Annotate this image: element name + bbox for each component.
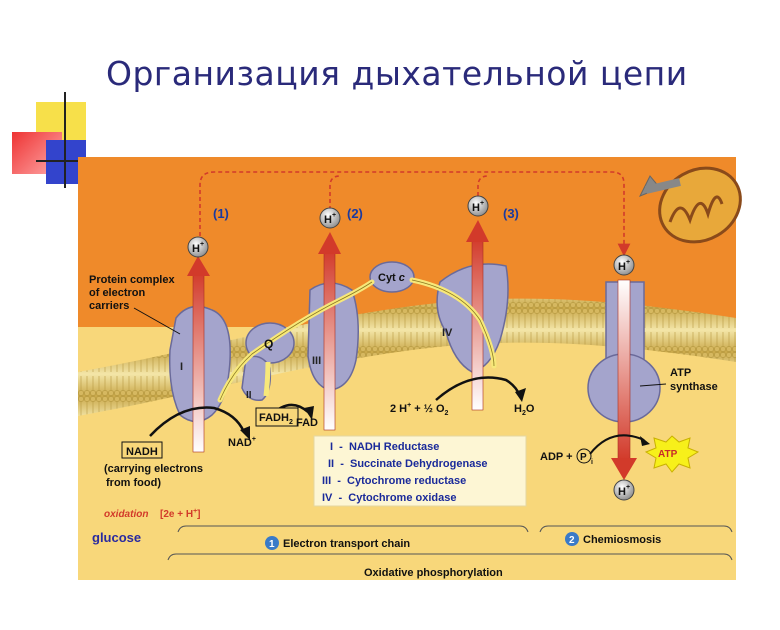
svg-text:+: + [200, 241, 204, 248]
mitochondrion-icon [638, 166, 742, 244]
protein-complex-label: Protein complex of electron carriers [89, 274, 178, 312]
protein-complex-leader [133, 307, 181, 335]
legend-item-i: I - NADH Reductase [330, 441, 439, 453]
h-ion-2: H + [319, 207, 341, 229]
cytochrome-c [369, 261, 415, 293]
water-formation-label: 2 H+ + ½ O2 [390, 402, 449, 417]
svg-text:H: H [192, 243, 200, 255]
legend-item-iv: IV - Cytochrome oxidase [322, 492, 456, 504]
deco-vertical-line [64, 92, 66, 188]
svg-text:2: 2 [569, 535, 575, 546]
h-ion-1: H + [187, 236, 209, 258]
atp-synthase-leader [639, 383, 667, 387]
proton-arrow-atp [611, 279, 637, 480]
legend-item-iii: III - Cytochrome reductase [322, 475, 466, 487]
complex-i-label: I [180, 361, 183, 373]
proton-arrow-i [187, 256, 210, 453]
h-ion-4: H + [613, 254, 635, 276]
nadh-box [121, 441, 163, 459]
etc-label: Electron transport chain [283, 538, 410, 550]
step-label-1: (1) [213, 206, 229, 221]
oxidation-bracket-label: [2e + H+] [160, 508, 201, 520]
svg-text:H: H [324, 214, 332, 226]
etc-bracket [177, 525, 529, 533]
svg-text:P: P [580, 452, 587, 463]
svg-text:H: H [618, 261, 626, 273]
proton-dashed-path [199, 171, 631, 257]
svg-text:+: + [626, 259, 630, 266]
oxphos-bracket [167, 553, 733, 561]
slide-title: Организация дыхательной цепи [106, 54, 688, 93]
cyt-c-label: Cyt c [378, 272, 405, 284]
h2o-label: H2O [514, 403, 535, 417]
step-label-3: (3) [503, 206, 519, 221]
chemiosmosis-label: Chemiosmosis [583, 534, 661, 546]
proton-arrow-iii [318, 232, 341, 431]
fad-label: FAD [296, 417, 318, 429]
complex-ii-label: II [246, 390, 252, 401]
etc-number-badge: 1 [265, 536, 279, 550]
svg-text:+: + [480, 200, 484, 207]
svg-text:i: i [591, 459, 593, 466]
nadh-oxidation-arrow [149, 406, 246, 437]
nadh-label: NADH [126, 446, 158, 458]
glucose-label: glucose [92, 530, 141, 545]
oxidation-label: oxidation [104, 509, 148, 520]
deco-horizontal-line [36, 160, 96, 162]
svg-text:+: + [332, 212, 336, 219]
svg-text:H: H [618, 486, 626, 498]
h-ion-3: H + [467, 195, 489, 217]
h-ion-5: H + [613, 479, 635, 501]
oxphos-label: Oxidative phosphorylation [364, 567, 503, 579]
complex-iv-label: IV [442, 327, 453, 339]
water-formation-arrow [435, 376, 522, 401]
pi-circle [576, 448, 592, 464]
step-label-2: (2) [347, 206, 363, 221]
legend-box [313, 435, 527, 507]
lipid-bilayer [78, 298, 736, 416]
complex-iii-label: III [312, 355, 321, 367]
fadh2-box [255, 407, 299, 427]
svg-text:+: + [626, 484, 630, 491]
atp-synthase-label: ATP synthase [670, 367, 718, 393]
fadh2-label: FADH2 [259, 412, 293, 426]
carrying-electrons-label: (carrying electrons from food) [104, 463, 206, 489]
svg-text:ATP: ATP [658, 449, 678, 460]
q-label: Q [264, 337, 273, 351]
nad-plus-label: NAD+ [228, 436, 256, 449]
chemiosmosis-bracket [539, 525, 733, 533]
atp-starburst: ATP [644, 435, 700, 473]
svg-text:H: H [472, 202, 480, 214]
chemiosmosis-number-badge: 2 [565, 532, 579, 546]
svg-text:1: 1 [269, 539, 275, 550]
atp-synthesis-arrow [589, 434, 645, 455]
adp-label: ADP + [540, 451, 573, 463]
legend-item-ii: II - Succinate Dehydrogenase [328, 458, 488, 470]
